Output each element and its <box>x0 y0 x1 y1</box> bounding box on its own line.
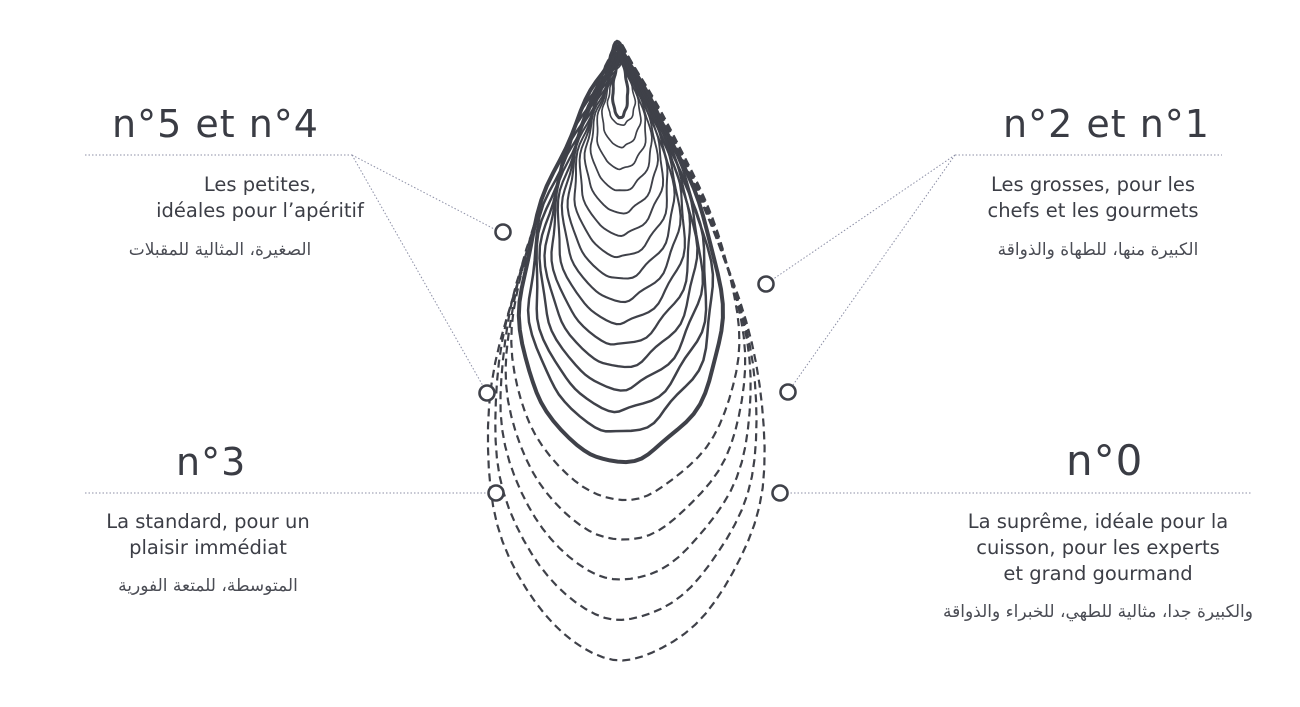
size-desc-fr-n2-n1: Les grosses, pour les chefs et les gourm… <box>987 173 1199 222</box>
size-desc-fr-n5-n4: Les petites, idéales pour l’apéritif <box>156 173 364 222</box>
size-title-n5-n4: n°5 et n°4 <box>112 102 319 146</box>
size-markers <box>478 223 797 502</box>
shell-hinge <box>611 50 630 120</box>
leader-lines <box>85 154 1252 494</box>
size-desc-fr-n0: La suprême, idéale pour la cuisson, pour… <box>967 510 1229 585</box>
size-marker <box>494 223 512 241</box>
size-title-n3: n°3 <box>176 440 247 484</box>
size-desc-ar-n0: والكبيرة جدا، مثالية للطهي، للخبراء والذ… <box>942 602 1253 622</box>
size-marker <box>478 384 496 402</box>
size-desc-ar-n3: المتوسطة، للمتعة الفورية <box>118 576 298 596</box>
size-desc-ar-n2-n1: الكبيرة منها، للطهاة والذواقة <box>997 240 1199 260</box>
leader-line <box>787 154 956 393</box>
size-desc-ar-n5-n4: الصغيرة، المثالية للمقبلات <box>128 240 312 260</box>
oyster-shell <box>516 39 725 465</box>
size-marker <box>771 484 789 502</box>
leader-line <box>351 154 488 394</box>
growth-ring <box>556 48 686 326</box>
growth-ring <box>596 57 647 171</box>
size-marker <box>487 484 505 502</box>
size-title-n0: n°0 <box>1066 436 1144 485</box>
size-marker <box>757 275 775 293</box>
size-outline <box>504 44 747 541</box>
size-marker <box>779 383 797 401</box>
size-desc-fr-n3: La standard, pour un plaisir immédiat <box>106 510 310 559</box>
shell-outer <box>516 39 725 465</box>
growth-ring <box>535 42 708 414</box>
size-title-n2-n1: n°2 et n°1 <box>1003 102 1210 146</box>
